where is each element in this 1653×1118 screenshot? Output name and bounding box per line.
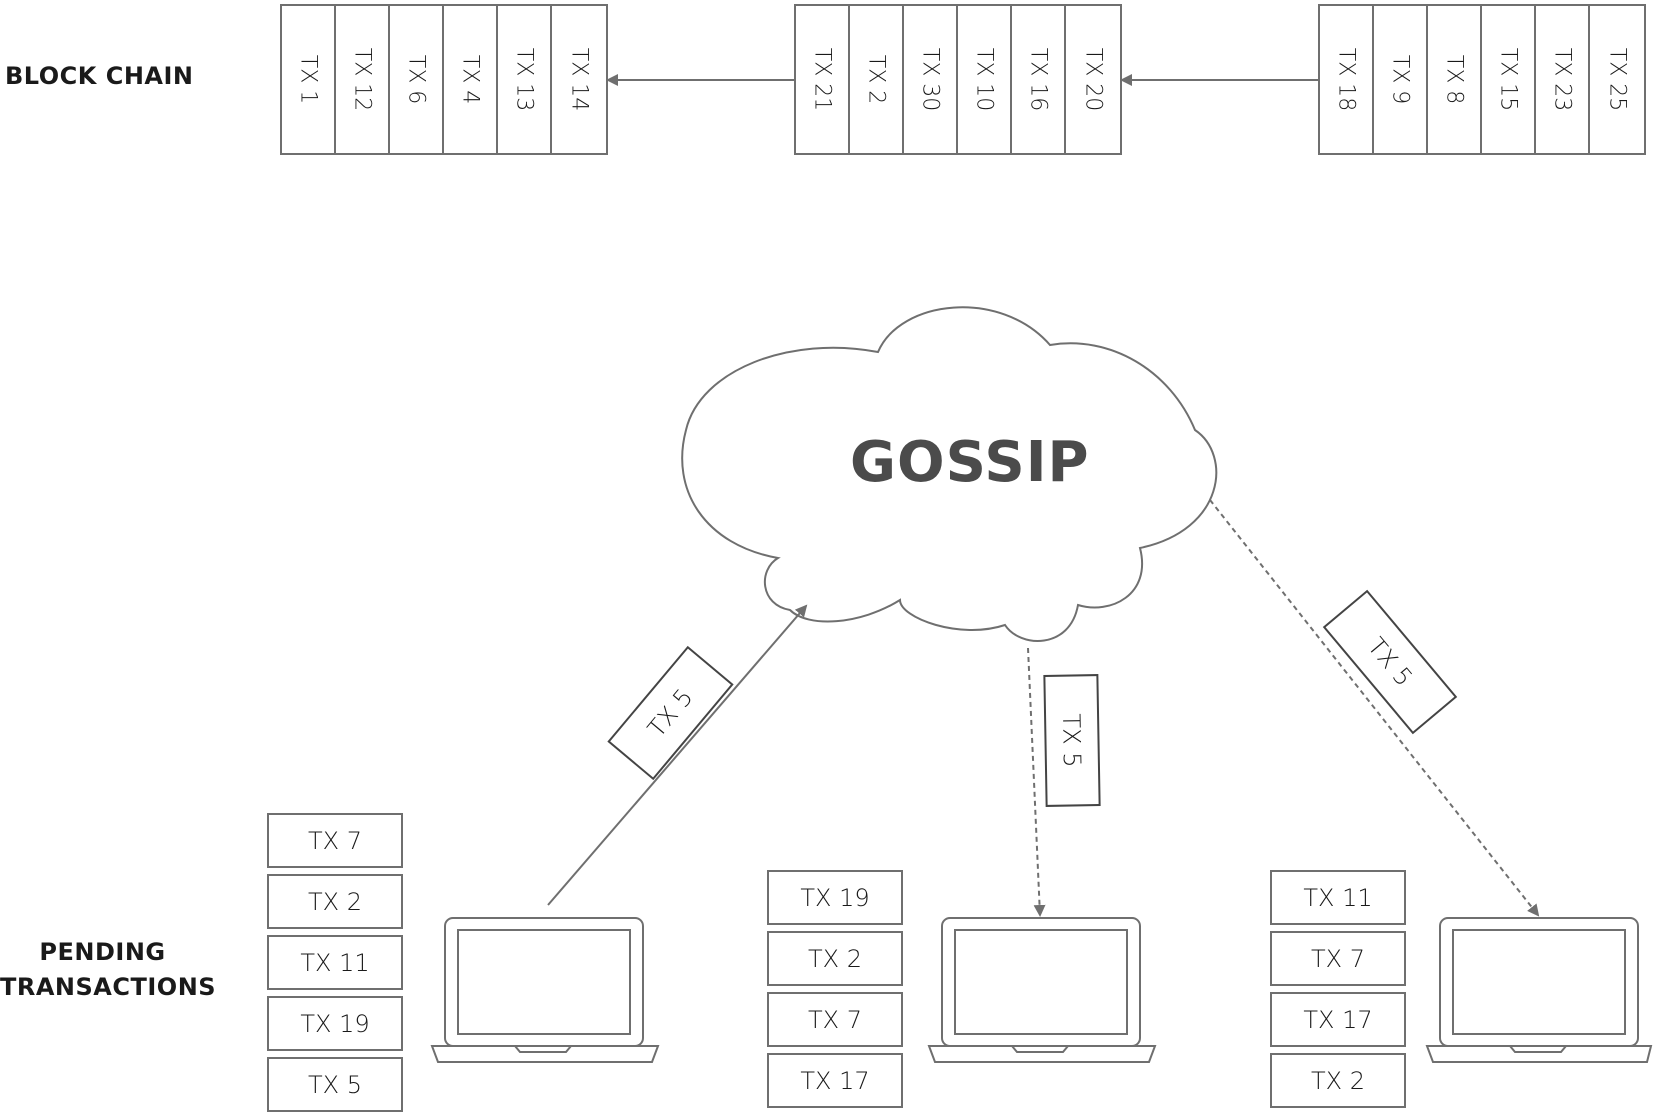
block-cell: TX 12 <box>336 6 390 153</box>
pending-tx: TX 7 <box>267 813 403 868</box>
block-cell: TX 8 <box>1428 6 1482 153</box>
laptop-icon <box>430 917 660 1063</box>
pending-stack-3: TX 11 TX 7 TX 17 TX 2 <box>1270 870 1406 1114</box>
blockchain-label: BLOCK CHAIN <box>5 62 194 90</box>
block-cell: TX 1 <box>282 6 336 153</box>
block-cell: TX 18 <box>1320 6 1374 153</box>
pending-label-line2: TRANSACTIONS <box>0 973 217 1001</box>
tx-message-received-1: TX 5 <box>1043 674 1101 807</box>
block-3: TX 18 TX 9 TX 8 TX 15 TX 23 TX 25 <box>1318 4 1646 155</box>
block-cell: TX 15 <box>1482 6 1536 153</box>
pending-tx: TX 2 <box>767 931 903 986</box>
pending-tx: TX 19 <box>767 870 903 925</box>
pending-tx: TX 7 <box>767 992 903 1047</box>
gossip-cloud <box>681 306 1218 642</box>
pending-tx: TX 11 <box>267 935 403 990</box>
block-cell: TX 4 <box>444 6 498 153</box>
pending-tx: TX 17 <box>767 1053 903 1108</box>
pending-tx: TX 7 <box>1270 931 1406 986</box>
pending-label-line1: PENDING <box>39 938 166 966</box>
block-cell: TX 6 <box>390 6 444 153</box>
block-cell: TX 21 <box>796 6 850 153</box>
pending-tx: TX 19 <box>267 996 403 1051</box>
pending-stack-2: TX 19 TX 2 TX 7 TX 17 <box>767 870 903 1114</box>
block-cell: TX 30 <box>904 6 958 153</box>
pending-tx: TX 11 <box>1270 870 1406 925</box>
receive-arrow-1 <box>1027 647 1046 917</box>
block-cell: TX 16 <box>1012 6 1066 153</box>
send-arrow <box>547 604 808 906</box>
laptop-icon <box>927 917 1157 1063</box>
block-cell: TX 13 <box>498 6 552 153</box>
laptop-icon <box>1425 917 1653 1063</box>
block-cell: TX 23 <box>1536 6 1590 153</box>
pending-tx: TX 2 <box>1270 1053 1406 1108</box>
block-cell: TX 9 <box>1374 6 1428 153</box>
pending-tx: TX 2 <box>267 874 403 929</box>
block-cell: TX 10 <box>958 6 1012 153</box>
block-cell: TX 2 <box>850 6 904 153</box>
pending-tx: TX 5 <box>267 1057 403 1112</box>
receive-arrow-2 <box>1209 499 1540 917</box>
pending-transactions-label: PENDING TRANSACTIONS <box>0 935 217 1005</box>
pending-stack-1: TX 7 TX 2 TX 11 TX 19 TX 5 <box>267 813 403 1118</box>
pending-tx: TX 17 <box>1270 992 1406 1047</box>
gossip-label: GOSSIP <box>850 430 1090 495</box>
